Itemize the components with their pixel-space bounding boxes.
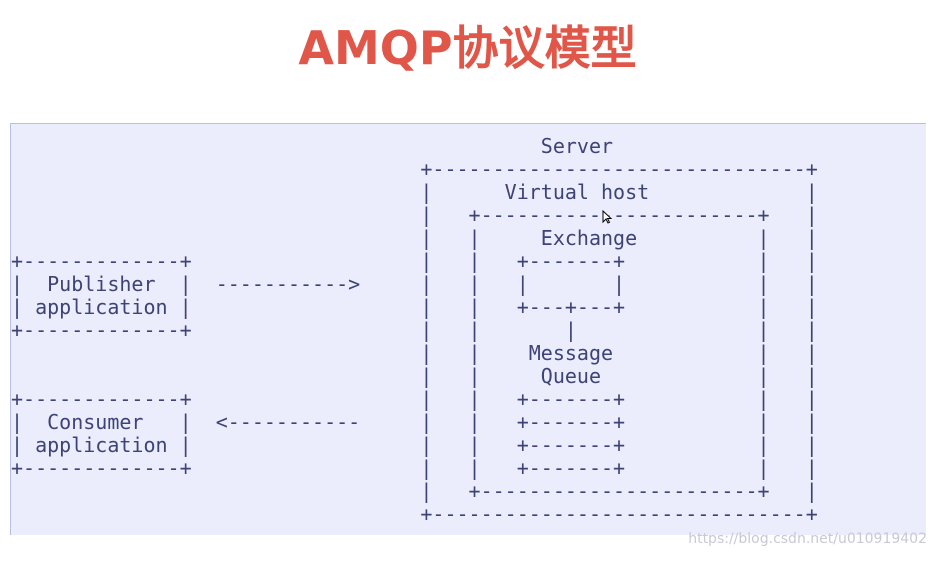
diagram-line-vhost-bottom: | +-----------------------+ | xyxy=(11,479,818,503)
diagram-line-consumer-top: +-------------+ | | +-------+ | | xyxy=(11,387,818,411)
diagram-line-vhost-label: | Virtual host | xyxy=(11,180,818,204)
watermark-url: https://blog.csdn.net/u010919402 xyxy=(688,531,927,547)
diagram-line-consumer-app: | application | | | +-------+ | | xyxy=(11,433,818,457)
diagram-line-server-top: +-------------------------------+ xyxy=(11,157,818,181)
diagram-line-server-label: Server xyxy=(11,134,614,158)
diagram-line-publisher-app: | application | | | +---+---+ | | xyxy=(11,295,818,319)
page-title: AMQP协议模型 xyxy=(298,21,637,75)
diagram-line-exchange-label: | | Exchange | | xyxy=(11,226,818,250)
diagram-line-server-bottom: +-------------------------------+ xyxy=(11,502,818,526)
ascii-diagram: Server +-------------------------------+… xyxy=(11,124,818,564)
diagram-line-queue-label: | | Queue | | xyxy=(11,364,818,388)
diagram-line-publisher-bottom: +-------------+ | | | | | xyxy=(11,318,818,342)
diagram-line-publisher-top: +-------------+ | | +-------+ | | xyxy=(11,249,818,273)
diagram-line-consumer-name: | Consumer | <----------- | | +-------+ … xyxy=(11,410,818,434)
diagram-line-message-label: | | Message | | xyxy=(11,341,818,365)
diagram-line-consumer-bottom: +-------------+ | | +-------+ | | xyxy=(11,456,818,480)
diagram-line-vhost-top: | +-----------------------+ | xyxy=(11,203,818,227)
diagram-line-publisher-name: | Publisher | -----------> | | | | | | xyxy=(11,272,818,296)
amqp-model-diagram-panel: Server +-------------------------------+… xyxy=(10,123,926,535)
